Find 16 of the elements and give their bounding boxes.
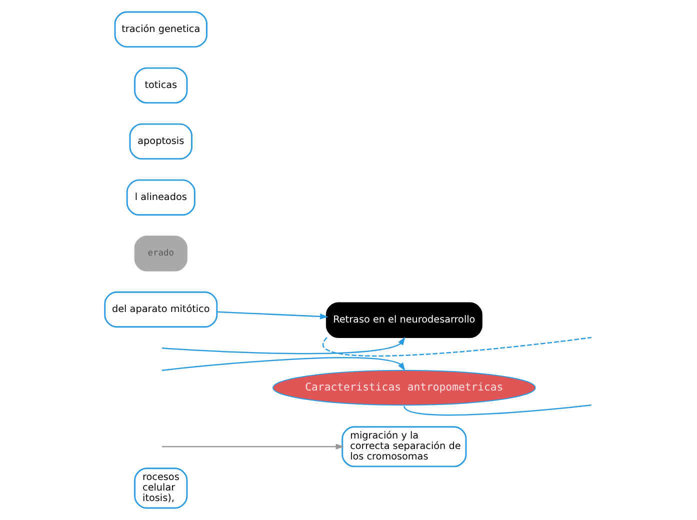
node-box: tración genetica (114, 11, 208, 48)
node-ellipse: Caracteristicas antropometricas (272, 370, 536, 406)
node-box: Retraso en el neurodesarrollo (326, 302, 482, 338)
node-box: migración y la correcta separación de los cromosomas (342, 426, 467, 468)
arrow (162, 357, 406, 371)
connector (404, 404, 592, 416)
node-box: l alineados (126, 179, 196, 216)
arrow (162, 336, 406, 354)
node-box: toticas (134, 67, 188, 104)
node-box: erado (134, 236, 188, 272)
node-box: rocesos celular itosis), (134, 468, 188, 509)
connector (322, 336, 592, 357)
arrow (216, 311, 328, 320)
node-box: del aparato mitótico (104, 291, 218, 328)
node-box: apoptosis (129, 123, 192, 160)
arrow (162, 444, 344, 450)
